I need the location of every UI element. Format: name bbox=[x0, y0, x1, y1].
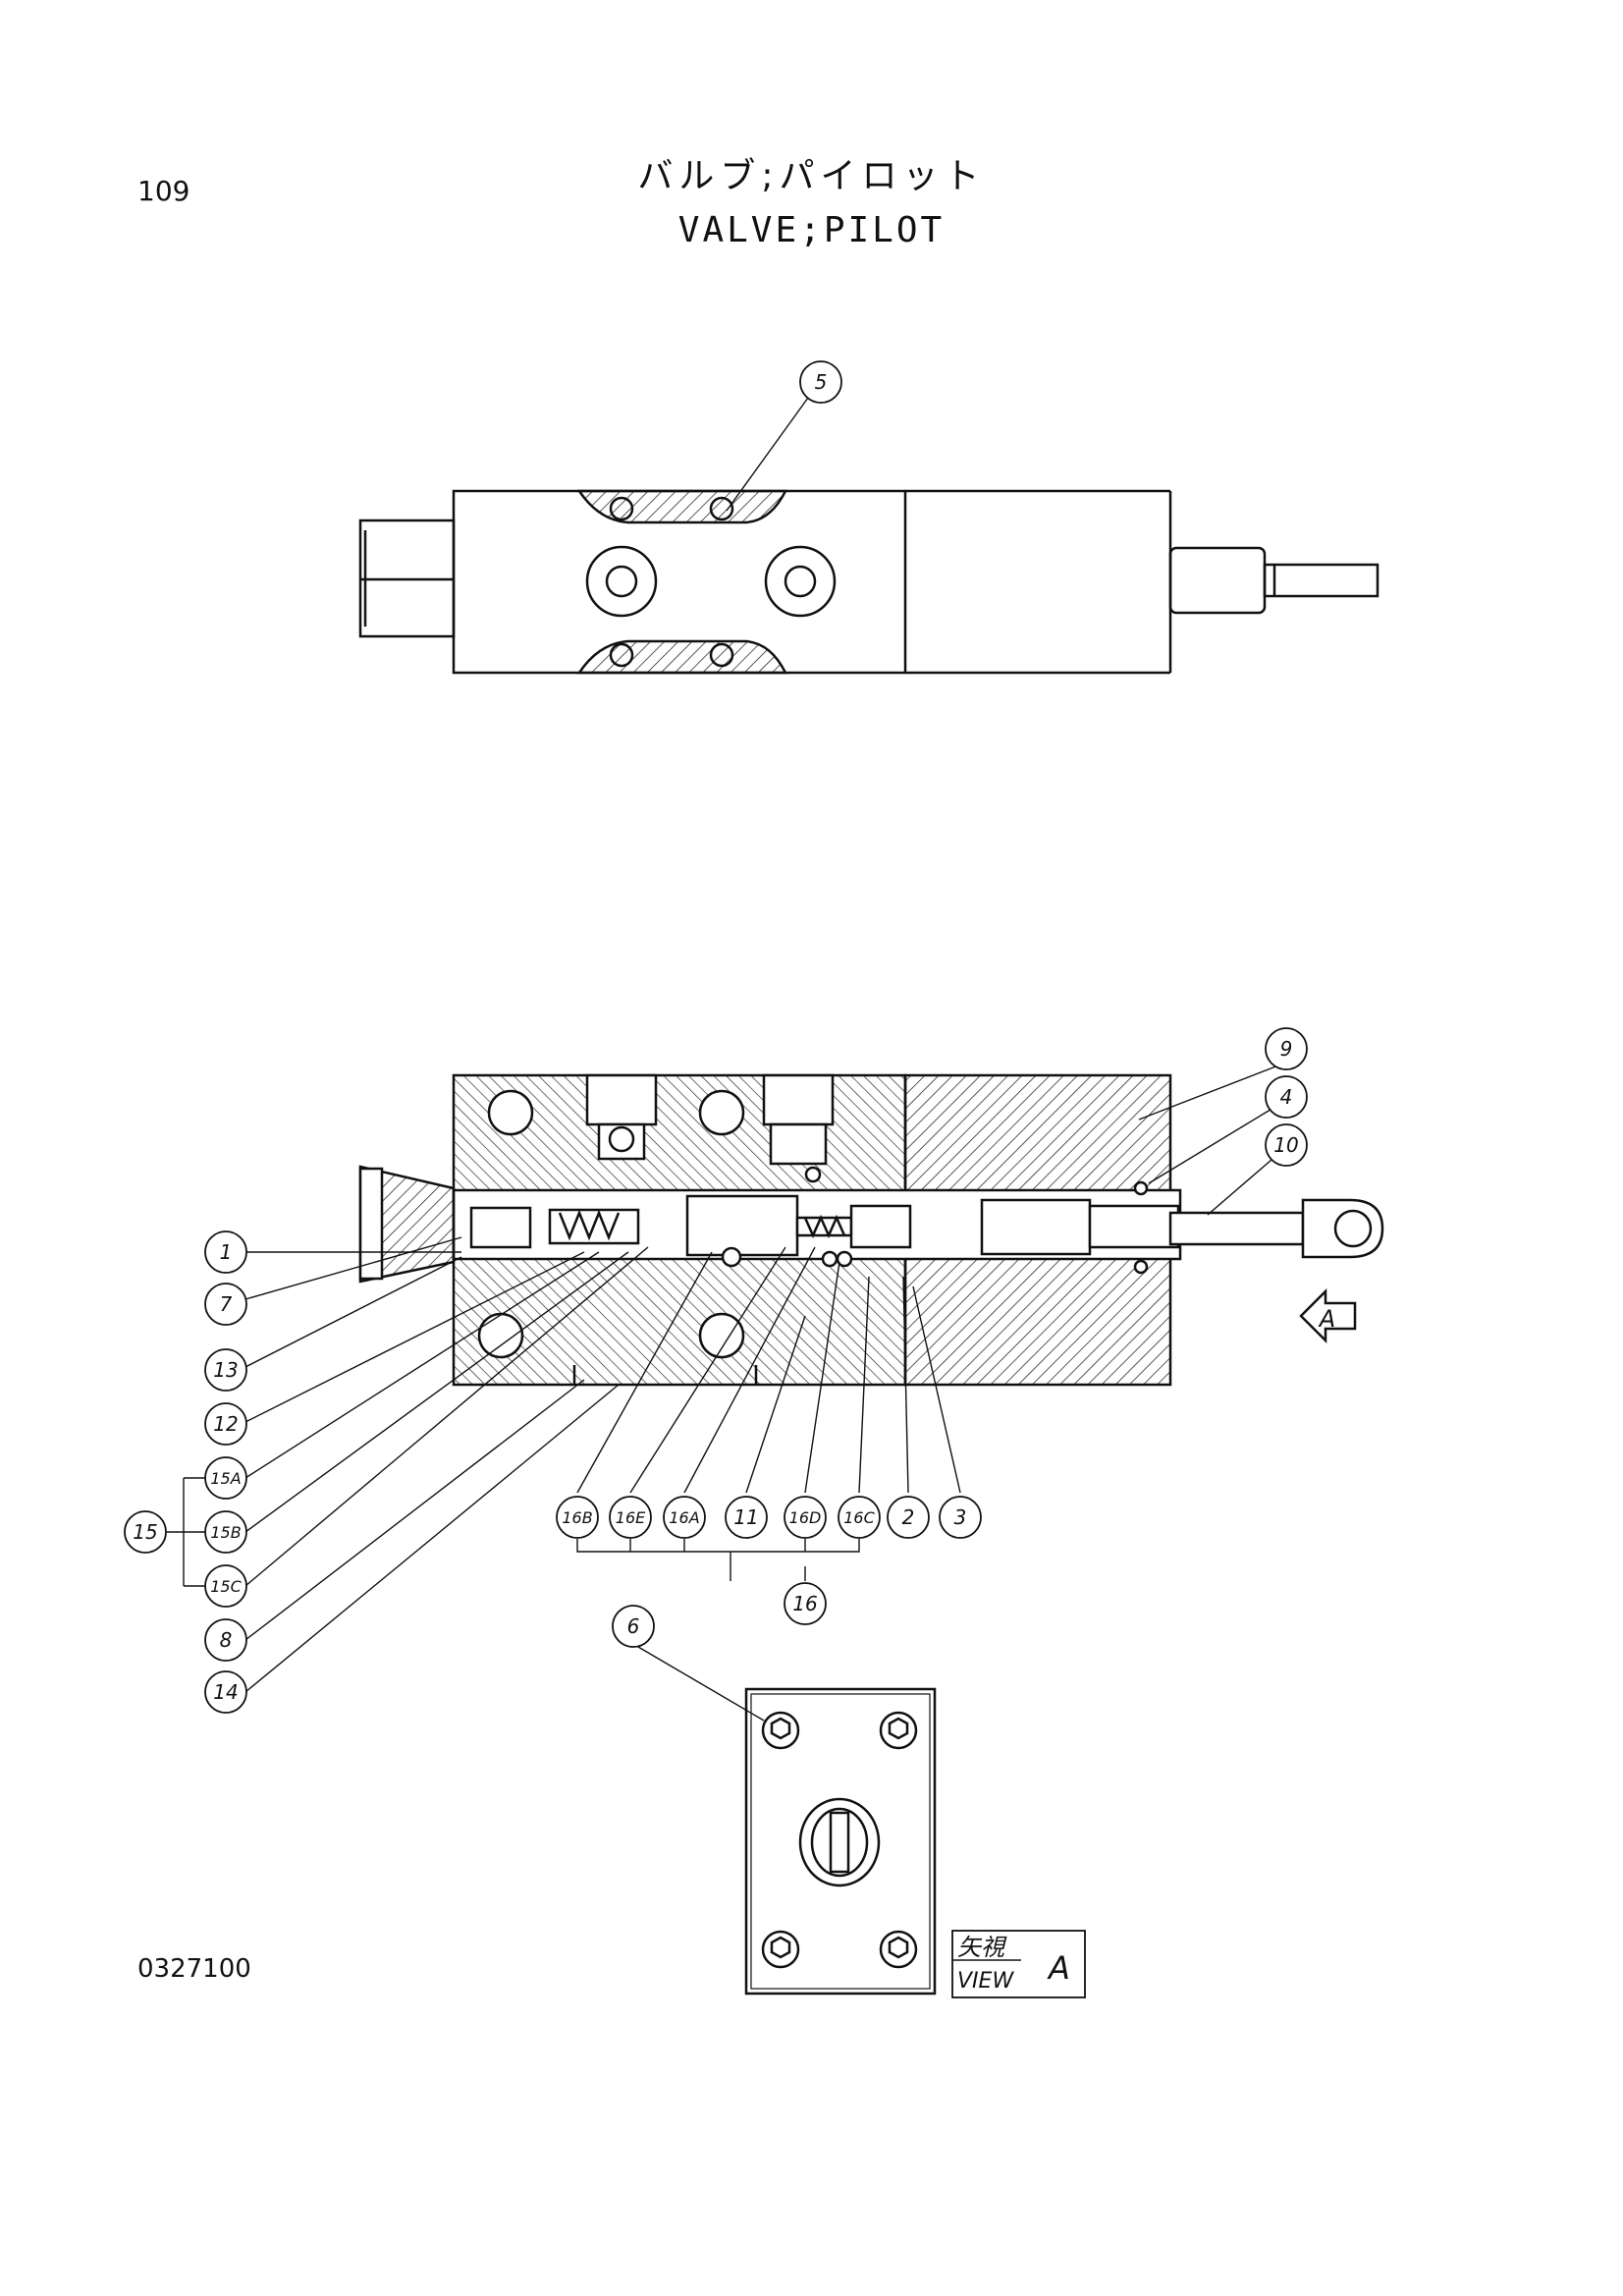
callout-16b bbox=[556, 1496, 599, 1539]
top-view-rod bbox=[1263, 563, 1380, 598]
callout-16e bbox=[609, 1496, 652, 1539]
view-a-label-letter: A bbox=[1047, 1949, 1070, 1987]
callout-7-label: 7 bbox=[220, 1292, 233, 1316]
drawing-code: 0327100 bbox=[137, 1954, 251, 1984]
page-number: 109 bbox=[137, 175, 190, 207]
view-a-end-view bbox=[744, 1687, 937, 1995]
callout-11-label: 11 bbox=[733, 1505, 758, 1529]
callout-16d bbox=[784, 1496, 827, 1539]
section-plunger bbox=[980, 1198, 1092, 1256]
callout-2-label: 2 bbox=[902, 1505, 915, 1529]
callout-16e-label: 16E bbox=[616, 1508, 646, 1527]
callout-15a-label: 15A bbox=[210, 1469, 241, 1488]
title-japanese: バルブ;パイロット bbox=[637, 156, 986, 196]
callout-6-label: 6 bbox=[627, 1614, 640, 1638]
callout-12 bbox=[204, 1402, 247, 1446]
callout-3-label: 3 bbox=[954, 1505, 967, 1529]
callout-15b-label: 15B bbox=[210, 1523, 241, 1542]
callout-4 bbox=[1265, 1075, 1308, 1119]
callout-9 bbox=[1265, 1027, 1308, 1070]
callout-10 bbox=[1265, 1123, 1308, 1167]
view-a-arrow-letter: A bbox=[1318, 1305, 1335, 1333]
callouts bbox=[124, 360, 1308, 1714]
top-view bbox=[358, 489, 1380, 675]
callout-16d-label: 16D bbox=[789, 1508, 822, 1527]
callout-1 bbox=[204, 1230, 247, 1274]
callout-8 bbox=[204, 1618, 247, 1662]
view-a-label-jp: 矢視 bbox=[957, 1934, 1007, 1961]
top-view-port-right bbox=[764, 545, 837, 618]
callout-6 bbox=[612, 1605, 655, 1648]
callout-16a bbox=[663, 1496, 706, 1539]
title-english: VALVE;PILOT bbox=[677, 210, 946, 250]
callout-13 bbox=[204, 1348, 247, 1392]
callout-5 bbox=[799, 360, 842, 404]
section-rod bbox=[1168, 1211, 1305, 1246]
callout-15 bbox=[124, 1510, 167, 1554]
view-a-label: 矢視 VIEW A bbox=[951, 1930, 1086, 1998]
callout-16c bbox=[838, 1496, 881, 1539]
callout-16c-label: 16C bbox=[843, 1508, 875, 1527]
callout-15-label: 15 bbox=[133, 1520, 157, 1544]
callout-8-label: 8 bbox=[220, 1628, 233, 1652]
view-a-arrow: A bbox=[1299, 1287, 1357, 1344]
callout-13-label: 13 bbox=[213, 1358, 238, 1382]
callout-4-label: 4 bbox=[1280, 1085, 1293, 1109]
callout-labels: 5 9 4 10 1 7 13 12 15A 15B 15C 15 8 14 1… bbox=[133, 370, 1298, 1704]
callout-16b-label: 16B bbox=[562, 1508, 592, 1527]
callout-15b bbox=[204, 1510, 247, 1554]
callout-14-label: 14 bbox=[213, 1680, 238, 1704]
callout-16a-label: 16A bbox=[669, 1508, 699, 1527]
callout-2 bbox=[887, 1496, 930, 1539]
callout-16 bbox=[784, 1582, 827, 1625]
callout-5-label: 5 bbox=[815, 370, 828, 394]
view-a-label-en: VIEW bbox=[957, 1969, 1014, 1994]
top-view-rod-sleeve bbox=[1168, 546, 1267, 615]
callout-1-label: 1 bbox=[220, 1240, 233, 1264]
callout-7 bbox=[204, 1283, 247, 1326]
callout-15c bbox=[204, 1564, 247, 1608]
callout-9-label: 9 bbox=[1280, 1037, 1293, 1061]
callout-12-label: 12 bbox=[213, 1412, 238, 1436]
callout-11 bbox=[725, 1496, 768, 1539]
callout-15c-label: 15C bbox=[210, 1577, 242, 1596]
callout-15a bbox=[204, 1456, 247, 1500]
leader-lines bbox=[167, 397, 1279, 1722]
callout-16-label: 16 bbox=[792, 1592, 817, 1615]
section-view bbox=[358, 1073, 1384, 1387]
callout-10-label: 10 bbox=[1273, 1133, 1298, 1157]
section-spool bbox=[685, 1194, 799, 1257]
callout-3 bbox=[939, 1496, 982, 1539]
top-view-port-left bbox=[585, 545, 658, 618]
callout-14 bbox=[204, 1670, 247, 1714]
